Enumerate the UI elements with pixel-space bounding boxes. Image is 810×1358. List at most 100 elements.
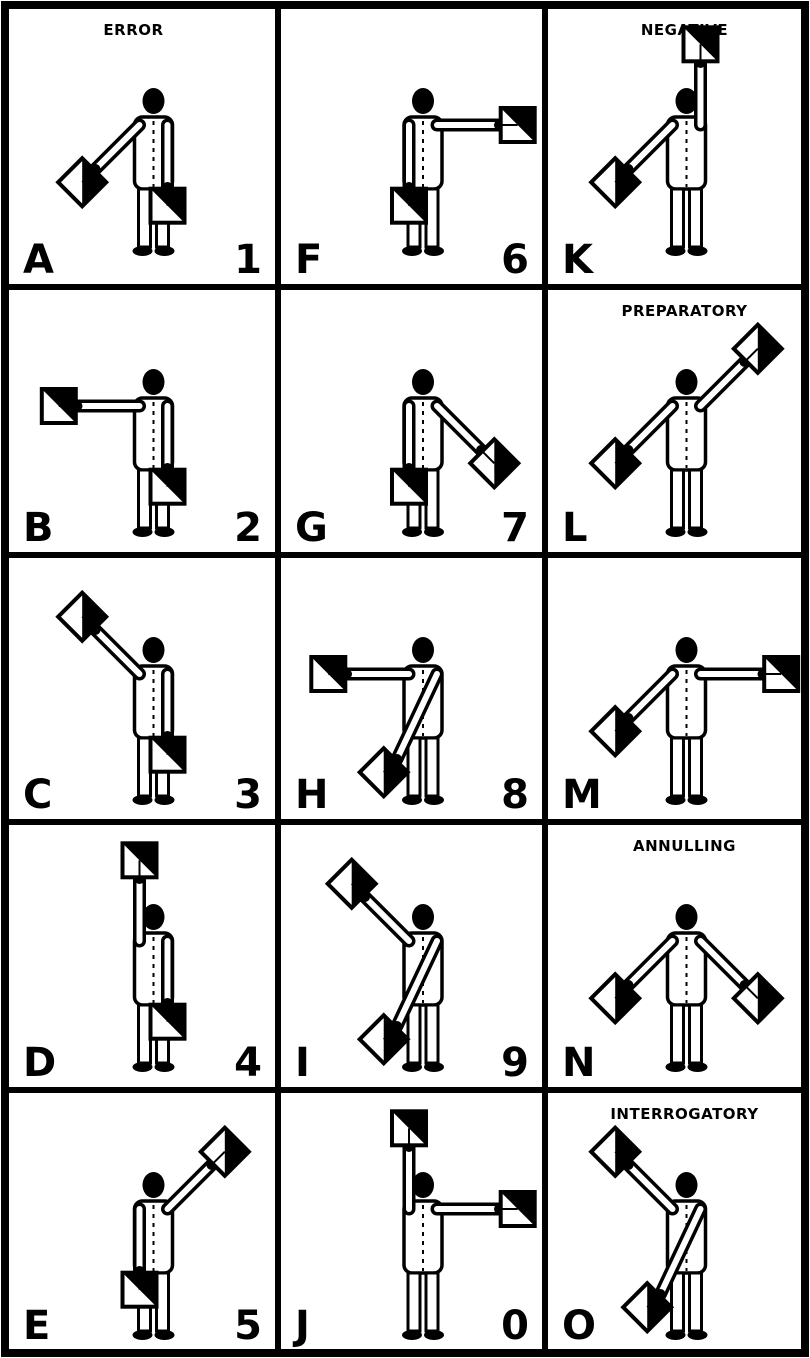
figure-arm (163, 674, 173, 741)
semaphore-flag (42, 389, 78, 423)
figure-head (143, 637, 165, 663)
cell-letter: J (292, 1303, 310, 1349)
semaphore-flag (499, 1192, 535, 1226)
figure-arm (404, 1142, 414, 1209)
figure-leg (672, 189, 684, 247)
semaphore-flag (684, 27, 718, 63)
cell-letter: A (23, 237, 54, 283)
cell-letter: I (295, 1040, 310, 1086)
figure-leg (690, 1005, 702, 1063)
figure-foot (155, 795, 175, 805)
figure-foot (688, 1330, 708, 1340)
figure-leg (426, 1273, 438, 1331)
figure-foot (688, 1062, 708, 1072)
cell-digit: 3 (234, 772, 262, 818)
figure-foot (424, 795, 444, 805)
cell-letter: E (23, 1303, 50, 1349)
figure-leg (690, 189, 702, 247)
figure-head (412, 369, 434, 395)
figure-foot (133, 246, 153, 256)
figure-head (676, 1172, 698, 1198)
figure-arm (437, 120, 504, 130)
figure-foot (402, 1062, 422, 1072)
cell-caption: PREPARATORY (621, 302, 748, 320)
figure-head (412, 904, 434, 930)
cell-letter: B (23, 505, 54, 551)
cell-letter: H (295, 772, 328, 818)
figure-leg (408, 1273, 420, 1331)
figure-leg (672, 470, 684, 528)
figure-foot (424, 246, 444, 256)
semaphore-flag (763, 657, 799, 691)
figure-foot (155, 1330, 175, 1340)
figure-head (143, 1172, 165, 1198)
cell-letter: C (23, 772, 52, 818)
figure-head (143, 369, 165, 395)
semaphore-flag (311, 657, 347, 691)
cell-digit: 8 (501, 772, 529, 818)
cell-caption: ERROR (103, 21, 163, 39)
figure-arm (163, 125, 173, 192)
figure-foot (155, 246, 175, 256)
figure-arm (163, 941, 173, 1008)
figure-leg (690, 738, 702, 796)
semaphore-flag (151, 187, 185, 223)
figure-foot (666, 246, 686, 256)
figure-foot (155, 527, 175, 537)
figure-leg (672, 738, 684, 796)
figure-foot (688, 527, 708, 537)
cell-letter: O (562, 1303, 596, 1349)
figure-foot (688, 246, 708, 256)
cell-letter: G (295, 505, 328, 551)
cell-caption: INTERROGATORY (610, 1105, 759, 1123)
figure-arm (696, 58, 706, 125)
figure-foot (666, 795, 686, 805)
figure-foot (133, 795, 153, 805)
figure-arm (701, 669, 768, 679)
cell-digit: 7 (501, 505, 529, 551)
semaphore-flag (151, 736, 185, 772)
figure-head (676, 904, 698, 930)
cell-letter: K (562, 237, 595, 283)
cell-letter: F (295, 237, 322, 283)
figure-leg (426, 1005, 438, 1063)
semaphore-flag (151, 1003, 185, 1039)
figure-foot (688, 795, 708, 805)
figure-foot (666, 1062, 686, 1072)
figure-head (676, 369, 698, 395)
cell-digit: 4 (234, 1040, 262, 1086)
figure-head (143, 88, 165, 114)
semaphore-flag (392, 1111, 426, 1147)
cell-letter: D (23, 1040, 56, 1086)
figure-arm (135, 1209, 145, 1276)
figure-foot (424, 1330, 444, 1340)
figure-leg (690, 1273, 702, 1331)
cell-digit: 6 (501, 237, 529, 283)
figure-arm (163, 406, 173, 473)
figure-leg (426, 738, 438, 796)
figure-arm (73, 401, 140, 411)
figure-foot (402, 246, 422, 256)
cell-digit: 1 (234, 237, 262, 283)
semaphore-flag (151, 468, 185, 504)
figure-foot (402, 1330, 422, 1340)
figure-arm (404, 406, 414, 473)
cell-letter: N (562, 1040, 595, 1086)
semaphore-flag (392, 187, 426, 223)
figure-arm (135, 874, 145, 941)
semaphore-flag (123, 843, 157, 879)
figure-foot (424, 527, 444, 537)
cell-digit: 2 (234, 505, 262, 551)
semaphore-flag (123, 1271, 157, 1307)
cell-caption: ANNULLING (633, 837, 736, 855)
figure-head (676, 637, 698, 663)
figure-head (412, 88, 434, 114)
figure-foot (133, 1062, 153, 1072)
cell-letter: L (562, 505, 588, 551)
figure-foot (666, 527, 686, 537)
cell-letter: M (562, 772, 602, 818)
figure-leg (690, 470, 702, 528)
figure-foot (133, 1330, 153, 1340)
figure-foot (666, 1330, 686, 1340)
